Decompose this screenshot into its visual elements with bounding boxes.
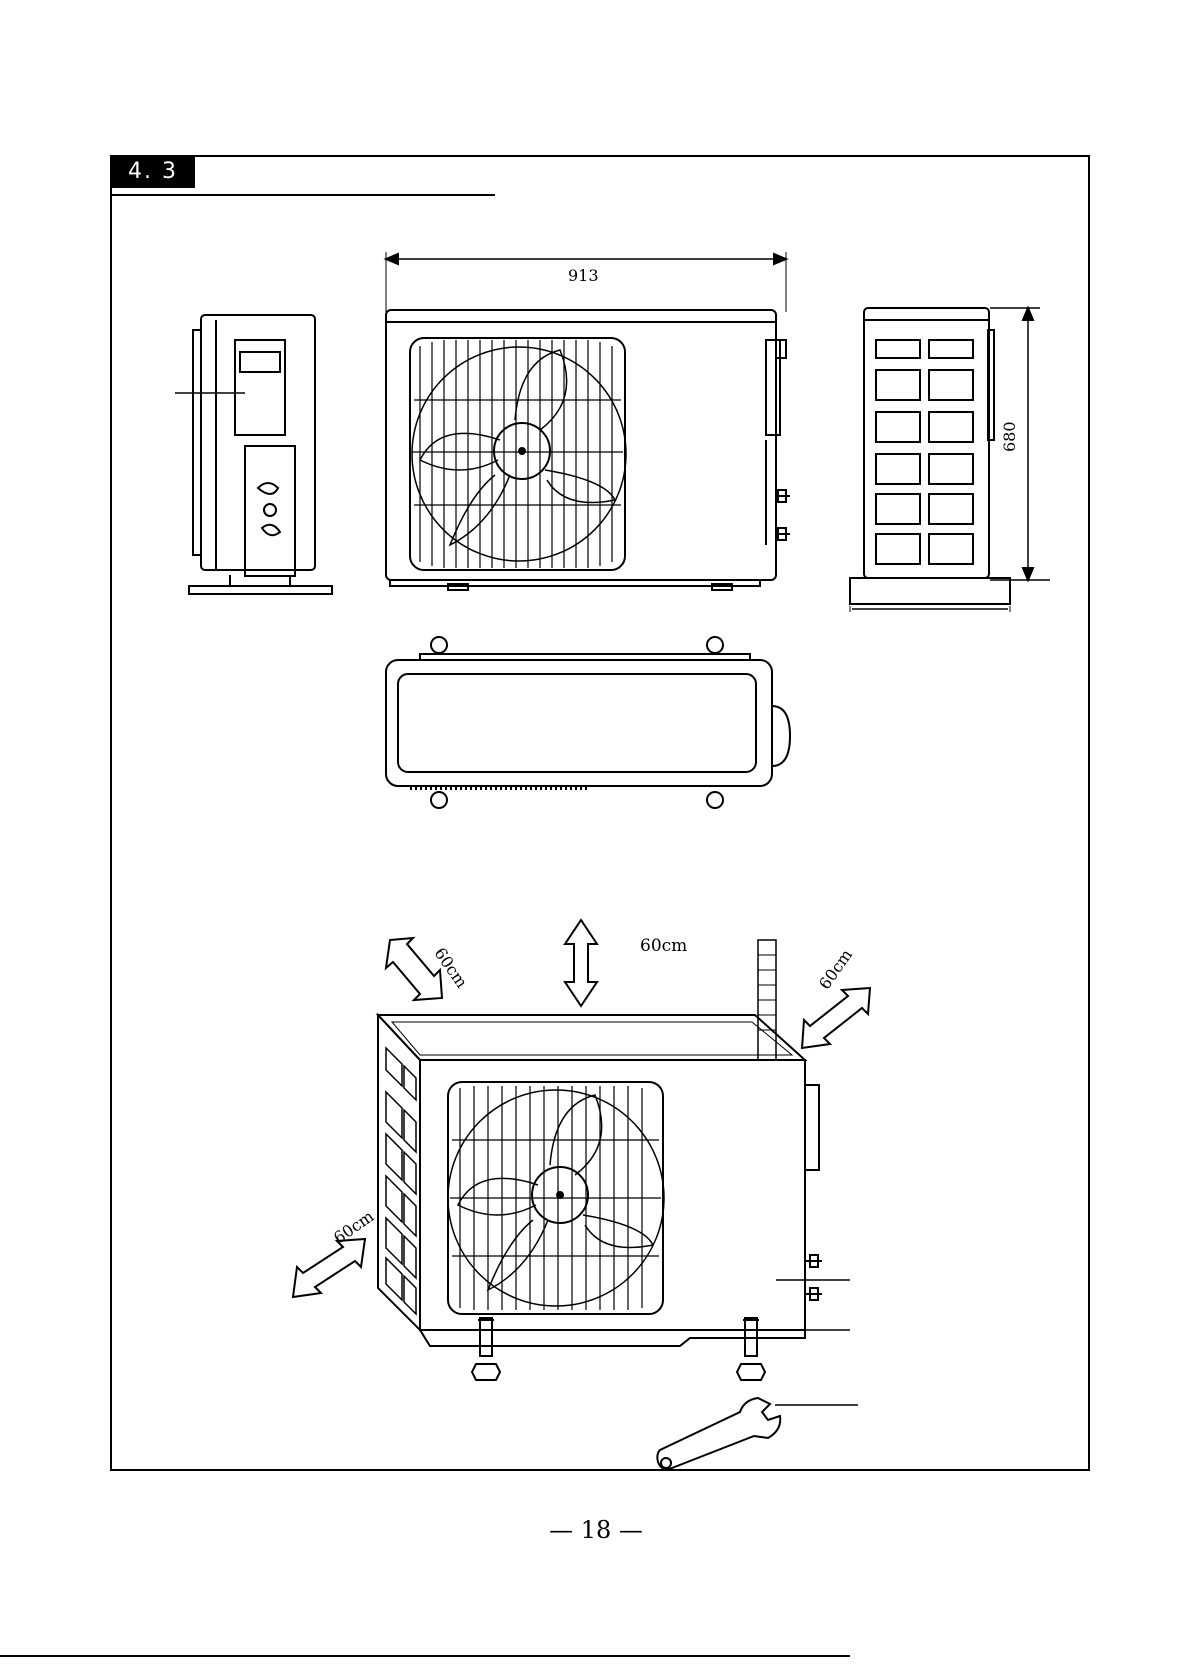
side-view [175,315,332,594]
bottom-rule [0,1655,850,1657]
front-view [386,252,790,590]
top-right-clearance-arrow [802,988,870,1048]
top-left-clearance-arrow [386,938,442,1000]
width-dimension-label: 913 [568,266,599,285]
clearance-label-top: 60cm [640,936,687,956]
top-view [386,637,790,808]
clearance-arrows [293,920,870,1297]
installation-view [378,940,858,1469]
wrench-icon [657,1398,780,1469]
page-number: — 18 — [0,1516,1192,1544]
height-dimension-label: 680 [1000,421,1019,452]
back-view [850,308,1050,612]
left-clearance-arrow [293,1239,365,1297]
iso-side-grille [386,1048,416,1314]
top-clearance-arrow [565,920,597,1006]
